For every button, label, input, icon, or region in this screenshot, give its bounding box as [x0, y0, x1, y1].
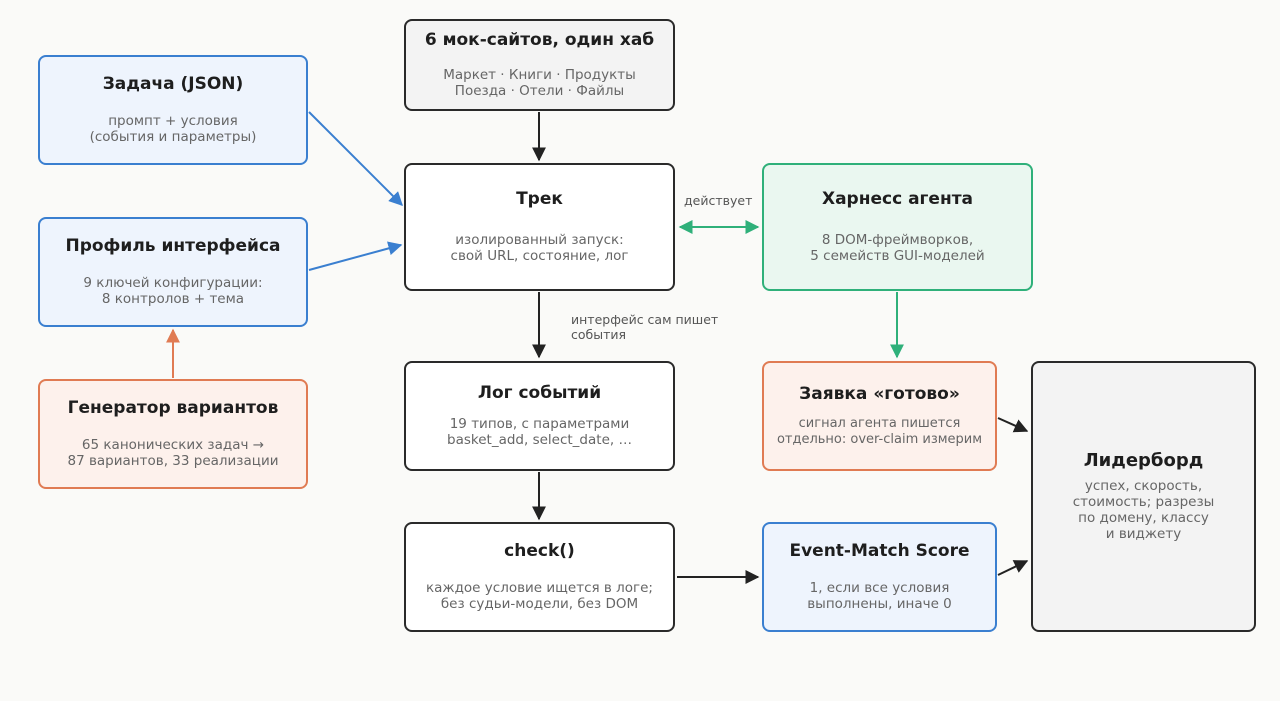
- mock-sites-box: 6 мок-сайтов, один хаб Маркет · Книги · …: [404, 19, 675, 111]
- arrow-score-to-leaderboard: [997, 560, 1029, 576]
- label-acts: действует: [684, 193, 753, 208]
- done-claim-title: Заявка «готово»: [799, 383, 960, 404]
- agent-harness-desc: 8 DOM-фреймворков, 5 семейств GUI-моделе…: [810, 231, 985, 265]
- track-box: Трек изолированный запуск: свой URL, сос…: [404, 163, 675, 291]
- task-box: Задача (JSON) промпт + условия (события …: [38, 55, 308, 165]
- label-interface-writes-events: интерфейс сам пишет события: [571, 312, 719, 342]
- track-title: Трек: [516, 189, 563, 210]
- variant-generator-title: Генератор вариантов: [67, 398, 279, 419]
- mock-sites-title: 6 мок-сайтов, один хаб: [424, 30, 655, 51]
- event-log-box: Лог событий 19 типов, с параметрами bask…: [404, 361, 675, 471]
- event-match-score-box: Event-Match Score 1, если все условия вы…: [762, 522, 997, 632]
- mock-sites-desc: Маркет · Книги · Продукты Поезда · Отели…: [443, 66, 636, 100]
- done-claim-desc: сигнал агента пишется отдельно: over-cla…: [776, 416, 983, 448]
- interface-profile-desc: 9 ключей конфигурации: 8 контролов + тем…: [83, 274, 263, 308]
- leaderboard-title: Лидерборд: [1083, 449, 1204, 471]
- interface-profile-box: Профиль интерфейса 9 ключей конфигурации…: [38, 217, 308, 327]
- track-desc: изолированный запуск: свой URL, состояни…: [450, 231, 629, 265]
- arrow-task-to-track: [308, 111, 403, 206]
- check-title: check(): [504, 541, 575, 562]
- task-title: Задача (JSON): [102, 74, 244, 95]
- agent-harness-box: Харнесс агента 8 DOM-фреймворков, 5 семе…: [762, 163, 1033, 291]
- variant-generator-desc: 65 канонических задач → 87 вариантов, 33…: [67, 436, 279, 470]
- event-log-desc: 19 типов, с параметрами basket_add, sele…: [447, 415, 632, 449]
- agent-harness-title: Харнесс агента: [821, 189, 974, 210]
- interface-profile-title: Профиль интерфейса: [65, 236, 281, 257]
- check-box: check() каждое условие ищется в логе; бе…: [404, 522, 675, 632]
- leaderboard-desc: успех, скорость, стоимость; разрезы по д…: [1072, 478, 1215, 543]
- check-desc: каждое условие ищется в логе; без судьи-…: [426, 579, 653, 613]
- done-claim-box: Заявка «готово» сигнал агента пишется от…: [762, 361, 997, 471]
- arrow-claim-to-leaderboard: [997, 417, 1029, 433]
- event-match-score-desc: 1, если все условия выполнены, иначе 0: [807, 579, 952, 613]
- leaderboard-box: Лидерборд успех, скорость, стоимость; ра…: [1031, 361, 1256, 632]
- task-desc: промпт + условия (события и параметры): [89, 112, 257, 146]
- event-match-score-title: Event-Match Score: [789, 541, 970, 562]
- variant-generator-box: Генератор вариантов 65 канонических зада…: [38, 379, 308, 489]
- arrow-profile-to-track: [308, 241, 403, 271]
- event-log-title: Лог событий: [477, 383, 602, 404]
